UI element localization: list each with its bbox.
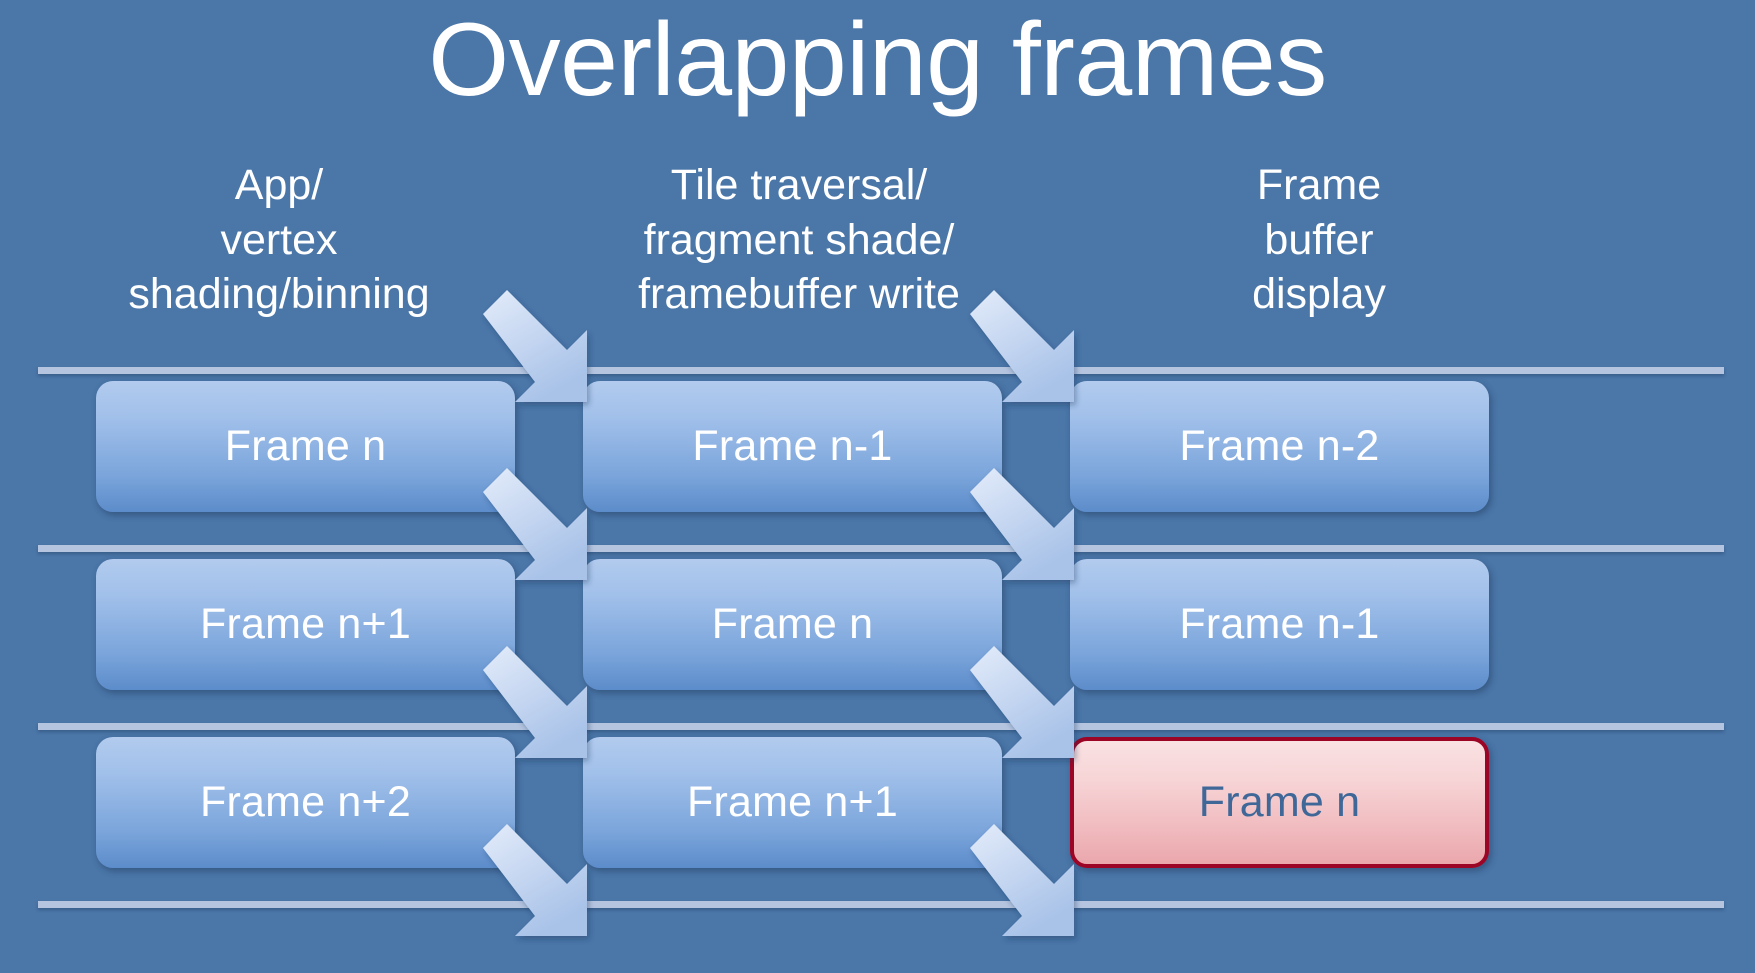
frame-box-r2-c2[interactable]: Frame n bbox=[583, 559, 1002, 690]
frame-box-r1-c1[interactable]: Frame n bbox=[96, 381, 515, 512]
column-header-tile-fragment: Tile traversal/ fragment shade/ framebuf… bbox=[638, 161, 960, 319]
page-title: Overlapping frames bbox=[428, 2, 1327, 118]
frame-box-r2-c3[interactable]: Frame n-1 bbox=[1070, 559, 1489, 690]
column-header-app-vertex: App/ vertex shading/binning bbox=[128, 161, 430, 319]
frame-box-r1-c2[interactable]: Frame n-1 bbox=[583, 381, 1002, 512]
timeline-divider-4 bbox=[38, 901, 1724, 908]
column-header-frame-buffer-display: Frame buffer display bbox=[1252, 161, 1386, 319]
timeline-divider-3 bbox=[38, 723, 1724, 730]
frame-box-r3-c1[interactable]: Frame n+2 bbox=[96, 737, 515, 868]
frame-box-r1-c3[interactable]: Frame n-2 bbox=[1070, 381, 1489, 512]
timeline-divider-1 bbox=[38, 367, 1724, 374]
frame-box-r2-c1[interactable]: Frame n+1 bbox=[96, 559, 515, 690]
frame-box-r3-c2[interactable]: Frame n+1 bbox=[583, 737, 1002, 868]
timeline-divider-2 bbox=[38, 545, 1724, 552]
frame-box-r3-c3-highlighted[interactable]: Frame n bbox=[1070, 737, 1489, 868]
